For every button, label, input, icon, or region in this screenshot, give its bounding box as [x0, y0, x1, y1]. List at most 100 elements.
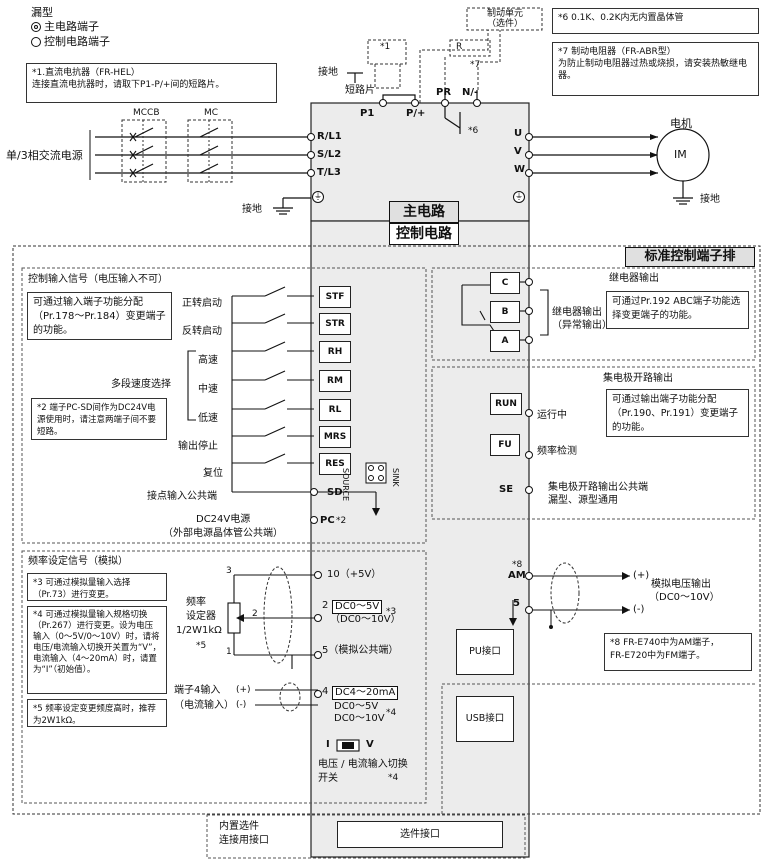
control-input-title: 控制输入信号（电压输入不可）	[28, 274, 168, 285]
note-1: *1.直流电抗器（FR-HEL） 连接直流电抗器时，请取下P1-P/+间的短路片…	[26, 63, 277, 103]
setter-spec: 1/2W1kΩ	[176, 625, 222, 636]
terminal-pc	[310, 516, 318, 524]
terminal-se-label: SE	[499, 484, 514, 495]
terminal-res: RES	[319, 453, 351, 475]
run-label: 运行中	[537, 410, 567, 421]
terminal-rh: RH	[319, 341, 351, 363]
motor-im: IM	[674, 148, 687, 161]
mark-6: *6	[468, 126, 479, 136]
freq-setter-label: 频率 设定器	[186, 597, 216, 622]
mark-3: *3	[386, 607, 397, 617]
pu-port[interactable]: PU接口	[456, 629, 514, 675]
terminal-5-label: 5（模拟公共端）	[322, 645, 399, 656]
terminal-w	[525, 169, 533, 177]
terminal-pc-label: PC	[320, 515, 335, 526]
analog-out-range: （DC0～10V）	[649, 592, 720, 603]
rev-label: 反转启动	[182, 326, 222, 337]
usb-port[interactable]: USB接口	[456, 696, 514, 742]
ground-terminal-right: ⏚	[513, 191, 525, 203]
main-terminal-icon	[31, 22, 41, 32]
mark-4a: *4	[386, 708, 397, 718]
legend-control: 控制电路端子	[44, 35, 110, 48]
pin-3: 3	[226, 566, 232, 576]
note-4: *4 可通过模拟量输入规格切换（Pr.267）进行变更。设为电压输入（0～5V/…	[27, 606, 167, 694]
terminal-se	[525, 486, 533, 494]
common-label: 接点输入公共端	[147, 491, 217, 502]
term4-input-label: 端子4输入	[174, 685, 221, 696]
terminal-pplus-label: P/+	[406, 108, 426, 119]
term4-plus: (+)	[236, 685, 251, 695]
terminal-b-node	[525, 307, 533, 315]
motor-label: 电机	[670, 117, 692, 130]
terminal-pr-label: PR	[436, 87, 452, 98]
sink-label: SINK	[391, 468, 400, 487]
terminal-rl: RL	[319, 399, 351, 421]
mark-4b: *4	[388, 773, 399, 783]
motor-ground-label: 接地	[700, 194, 720, 205]
control-terminal-icon	[31, 37, 41, 47]
terminal-rm: RM	[319, 370, 351, 392]
brake-r-label: R	[456, 42, 463, 52]
analog-out-label: 模拟电压输出	[651, 579, 711, 590]
terminal-run-node	[525, 409, 533, 417]
note-2: *2 端子PC-SD间作为DC24V电源使用时，请注意两端子间不要短路。	[31, 398, 167, 440]
top-ground-label: 接地	[318, 67, 338, 78]
option-port[interactable]: 选件接口	[337, 821, 503, 848]
terminal-t	[307, 169, 315, 177]
legend-title: 漏型	[31, 6, 53, 19]
terminal-am-label: AM	[508, 570, 526, 581]
note-6: *6 0.1K、0.2K内无内置晶体管	[552, 8, 759, 34]
terminal-a-node	[525, 336, 533, 344]
terminal-t-label: T/L3	[317, 167, 341, 178]
terminal-c-node	[525, 278, 533, 286]
terminal-n	[473, 99, 481, 107]
terminal-2-label: 2	[322, 600, 329, 611]
fwd-label: 正转启动	[182, 298, 222, 309]
analog-5-label: 5	[513, 598, 520, 609]
terminal-p1	[379, 99, 387, 107]
freq-title: 频率设定信号（模拟）	[28, 556, 128, 567]
main-ground-label: 接地	[242, 204, 262, 215]
terminal-r	[307, 133, 315, 141]
note-3: *3 可通过模拟量输入选择（Pr.73）进行变更。	[27, 573, 167, 601]
terminal-2-range-a: DC0～5V	[332, 600, 383, 614]
terminal-4-label: 4	[322, 686, 329, 697]
terminal-fu: FU	[490, 434, 520, 456]
dc24-label: DC24V电源	[196, 514, 251, 525]
oc-func-note: 可通过输出端子功能分配（Pr.190、Pr.191）变更端子的功能。	[606, 389, 749, 437]
low-label: 低速	[198, 413, 218, 424]
relay-label: 继电器输出 （异常输出）	[552, 307, 612, 331]
mark-5: *5	[196, 641, 207, 651]
switch-v-label: V	[366, 739, 374, 750]
terminal-sd	[310, 488, 318, 496]
option-left-label: 内置选件 连接用接口	[219, 821, 269, 846]
switch-i-label: I	[326, 739, 330, 750]
relay-title: 继电器输出	[609, 273, 659, 284]
terminal-2	[314, 614, 322, 622]
mc-label: MC	[204, 108, 219, 118]
terminal-c: C	[490, 272, 520, 294]
terminal-am	[525, 572, 533, 580]
analog-minus: (-)	[633, 604, 645, 615]
mccb-label: MCCB	[133, 108, 160, 118]
terminal-s	[307, 151, 315, 159]
terminal-2-range-b: （DC0～10V）	[330, 614, 401, 625]
terminal-4-range-c: DC0～10V	[334, 713, 385, 724]
power-source-label: 单/3相交流电源	[6, 149, 83, 162]
reset-label: 复位	[203, 468, 223, 479]
iv-switch[interactable]	[336, 740, 360, 752]
terminal-pplus	[411, 99, 419, 107]
mark-8: *8	[512, 560, 523, 570]
terminal-u-label: U	[514, 128, 523, 139]
terminal-u	[525, 133, 533, 141]
pc-mark: *2	[336, 516, 347, 526]
fu-label: 频率检测	[537, 446, 577, 457]
terminal-mrs: MRS	[319, 426, 351, 448]
se-label: 集电极开路输出公共端 漏型、源型通用	[548, 482, 648, 506]
main-circuit-title: 主电路	[389, 201, 459, 223]
brake-unit-label: 制动单元 （选件）	[486, 9, 523, 29]
ground-terminal-left: ⏚	[312, 191, 324, 203]
terminal-b: B	[490, 301, 520, 323]
terminal-pr	[441, 99, 449, 107]
terminal-4-range-a: DC4～20mA	[332, 686, 399, 700]
